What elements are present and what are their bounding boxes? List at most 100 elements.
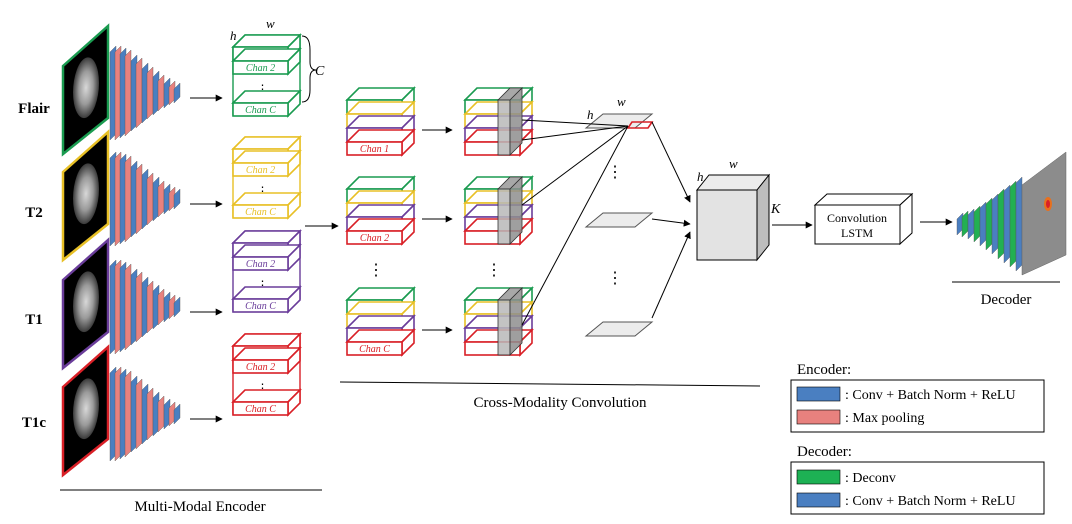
- slice-front-2: [497, 299, 511, 356]
- chan2-t1c-label: Chan 2: [246, 362, 275, 373]
- encoder-layer-flair-12: [173, 82, 181, 104]
- modality-label-t1: T1: [25, 312, 43, 328]
- arrow-plane-mid: [651, 218, 691, 227]
- lstm-label-line1: Convolution: [827, 211, 887, 225]
- chanC-t1-label: Chan C: [245, 301, 276, 312]
- encoder-layer-t1c-3: [124, 370, 132, 458]
- arrow-plane-bottom: [651, 231, 691, 319]
- plane-bottom: [584, 321, 654, 337]
- chanC-t2-label: Chan C: [245, 207, 276, 218]
- encoder-layer-t1c-5: [135, 378, 143, 450]
- legend-decoder-box: [790, 461, 1045, 515]
- cube-label-w: w: [729, 156, 738, 171]
- encoder-row-t2: [61, 129, 223, 263]
- chanC-t2-front: [232, 204, 289, 219]
- modality-label-t1c: T1c: [22, 415, 47, 431]
- chanC-t1c-label: Chan C: [245, 404, 276, 415]
- stacked-feature-cube: [695, 173, 771, 262]
- modality-label-flair: Flair: [18, 101, 50, 117]
- legend-enc-label-conv: : Conv + Batch Norm + ReLU: [845, 388, 1016, 403]
- legend-dec-swatch-conv: [796, 492, 841, 508]
- channel-brace: [301, 35, 317, 103]
- encoder-layer-t1c-7: [146, 387, 154, 441]
- chanC-t1-front: [232, 298, 289, 313]
- conv-line-2: [521, 125, 629, 326]
- plane-label-w: w: [617, 94, 626, 109]
- encoder-layer-t1c-9: [157, 395, 165, 433]
- chan2-t1-label: Chan 2: [246, 259, 275, 270]
- legend-enc-swatch-conv: [796, 386, 841, 402]
- vdots-slice: ⋮: [486, 262, 502, 279]
- encoder-layer-t2-3: [124, 155, 132, 243]
- chanC-flair-front: [232, 102, 289, 117]
- brain-t1: [73, 271, 99, 333]
- legend-encoder-box: [790, 379, 1045, 433]
- decoder-layer-6: [991, 193, 999, 255]
- cross-chan-0-t1c-front: [346, 141, 403, 156]
- legend-dec-swatch-deconv: [796, 469, 841, 485]
- chanC-flair-label: Chan C: [245, 105, 276, 116]
- decoder-layer-5: [985, 197, 993, 251]
- chan2-flair-front: [232, 60, 289, 75]
- cube-label-K: K: [770, 202, 781, 217]
- encoder-layer-flair-9: [157, 74, 165, 112]
- encoder-layer-t1-12: [173, 296, 181, 318]
- encoder-layer-t2-12: [173, 188, 181, 210]
- legend-dec-label-deconv: : Deconv: [845, 471, 896, 486]
- plane-label-h: h: [587, 107, 594, 122]
- chan2-flair-label: Chan 2: [246, 63, 275, 74]
- legend-decoder-title: Decoder:: [797, 444, 852, 460]
- encoder-row-t1: [61, 237, 223, 371]
- encoder-layer-t2-9: [157, 180, 165, 218]
- decoder-stack: [956, 176, 1023, 272]
- dim-label-w: w: [266, 16, 275, 31]
- cross-chan-2-t1c-front: [346, 341, 403, 356]
- encoder-row-flair: [61, 23, 223, 157]
- slice-side-0: [509, 87, 523, 156]
- lstm-label-line2: LSTM: [841, 226, 873, 240]
- chan2-t2-front: [232, 162, 289, 177]
- decoder-layer-7: [997, 188, 1005, 260]
- decoder-layer-8: [1003, 184, 1011, 264]
- section-label-cross: Cross-Modality Convolution: [474, 395, 647, 411]
- vdots-plane-bottom: ⋮: [607, 270, 623, 287]
- decoder-layer-4: [979, 201, 987, 247]
- encoder-layer-flair-3: [124, 49, 132, 137]
- cross-chan-1-t1c-front: [346, 230, 403, 245]
- legend-enc-swatch-pool: [796, 409, 841, 425]
- section-label-encoder: Multi-Modal Encoder: [134, 499, 265, 515]
- cube-label-h: h: [697, 169, 704, 184]
- encoder-row-t1c: [61, 344, 223, 478]
- arrow-plane-top: [651, 121, 691, 203]
- encoder-layer-t1-9: [157, 288, 165, 326]
- modality-label-t2: T2: [25, 205, 43, 221]
- decoder-layer-10: [1015, 176, 1023, 272]
- dim-label-C: C: [315, 64, 325, 79]
- slice-front-0: [497, 99, 511, 156]
- vdots-plane-top: ⋮: [607, 164, 623, 181]
- encoder-layer-flair-5: [135, 57, 143, 129]
- cross-chan-0-t1c-label: Chan 1: [360, 144, 389, 155]
- conv-line-1: [521, 125, 629, 206]
- slice-side-2: [509, 287, 523, 356]
- chan2-t1-front: [232, 256, 289, 271]
- cross-chan-1-t1c-label: Chan 2: [360, 233, 389, 244]
- encoder-layer-t2-5: [135, 163, 143, 235]
- chan2-t2-label: Chan 2: [246, 165, 275, 176]
- slice-side-1: [509, 176, 523, 245]
- decoder-layer-9: [1009, 180, 1017, 268]
- encoder-layer-t2-7: [146, 172, 154, 226]
- encoder-layer-t1c-12: [173, 403, 181, 425]
- conv-line-3: [521, 125, 629, 141]
- encoder-layer-t1-5: [135, 271, 143, 343]
- brain-t2: [73, 163, 99, 225]
- encoder-rows: [61, 23, 223, 478]
- chanC-t1c-front: [232, 401, 289, 416]
